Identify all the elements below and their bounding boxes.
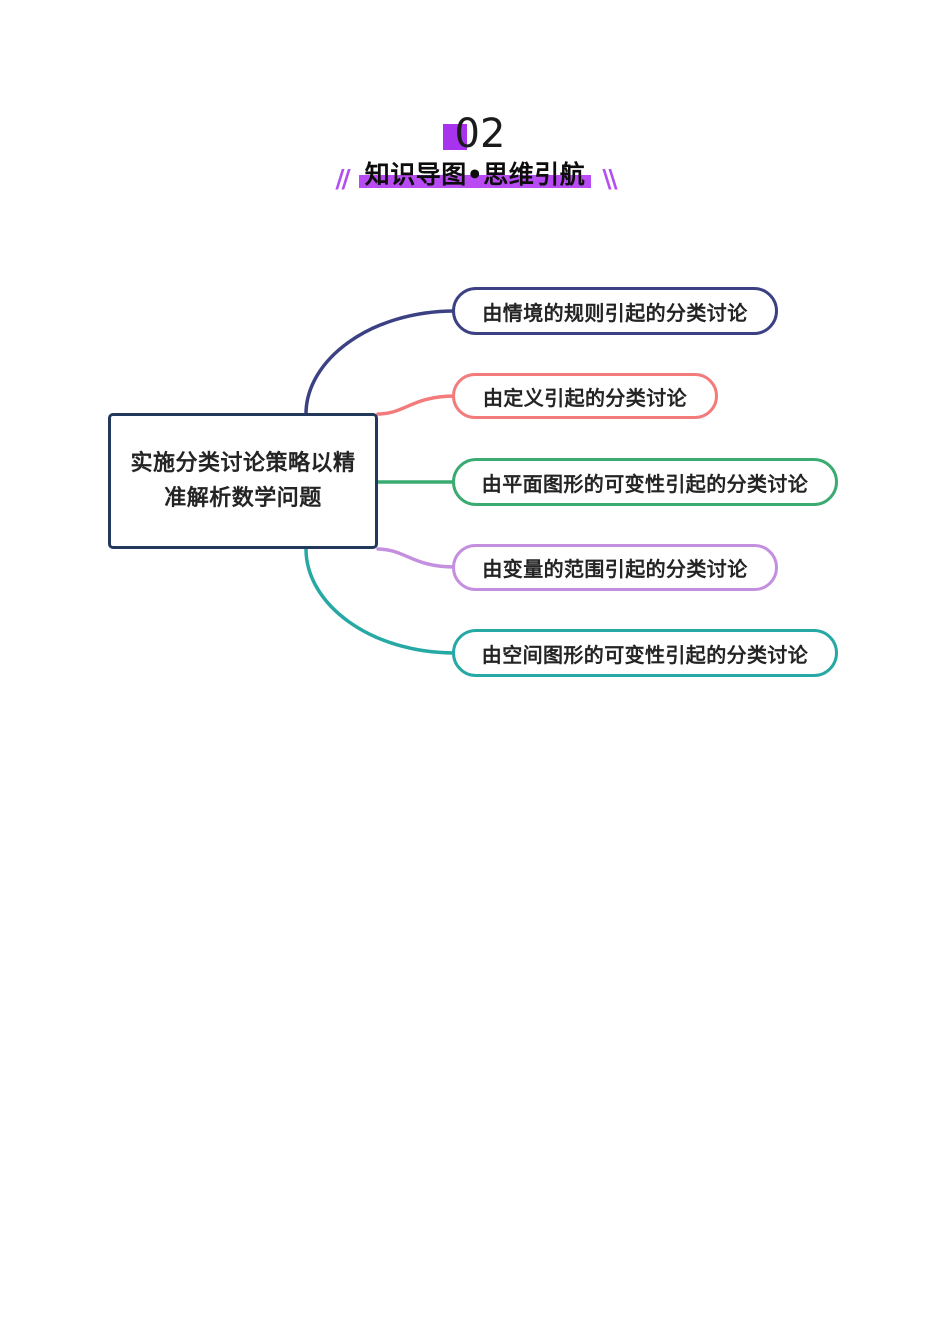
central-node-label: 实施分类讨论策略以精准解析数学问题 [130,451,356,511]
branch-node-2-label: 由定义引起的分类讨论 [483,385,687,410]
title-highlight-bar [358,175,592,188]
page-title: 知识导图•思维引航 [364,160,586,189]
branch-node-5[interactable]: 由空间图形的可变性引起的分类讨论 [452,629,838,677]
purple-square-accent [442,124,467,150]
central-node[interactable]: 实施分类讨论策略以精准解析数学问题 [108,413,378,549]
connector-branch-4 [376,547,457,569]
page-header: 02 // 知识导图•思维引航 \\ [0,110,950,205]
branch-node-2[interactable]: 由定义引起的分类讨论 [452,373,718,419]
branch-node-3-label: 由平面图形的可变性引起的分类讨论 [481,471,809,496]
branch-node-1-label: 由情境的规则引起的分类讨论 [482,300,748,325]
slash-decoration-left: // [335,163,350,193]
section-number-block: 02 [0,110,950,158]
branch-node-1[interactable]: 由情境的规则引起的分类讨论 [452,287,778,335]
section-number-inner: 02 [442,110,506,158]
section-number: 02 [454,111,506,157]
branch-node-5-label: 由空间图形的可变性引起的分类讨论 [481,642,809,667]
connector-branch-5 [304,547,457,655]
connector-branch-2 [376,394,457,416]
title-box: 知识导图•思维引航 [358,158,592,192]
branch-node-4-label: 由变量的范围引起的分类讨论 [482,557,748,581]
title-row: // 知识导图•思维引航 \\ [0,158,950,202]
slash-decoration-right: \\ [602,163,617,193]
branch-node-3[interactable]: 由平面图形的可变性引起的分类讨论 [452,458,838,506]
branch-node-4[interactable]: 由变量的范围引起的分类讨论 [452,544,778,591]
connector-branch-1 [304,309,457,416]
